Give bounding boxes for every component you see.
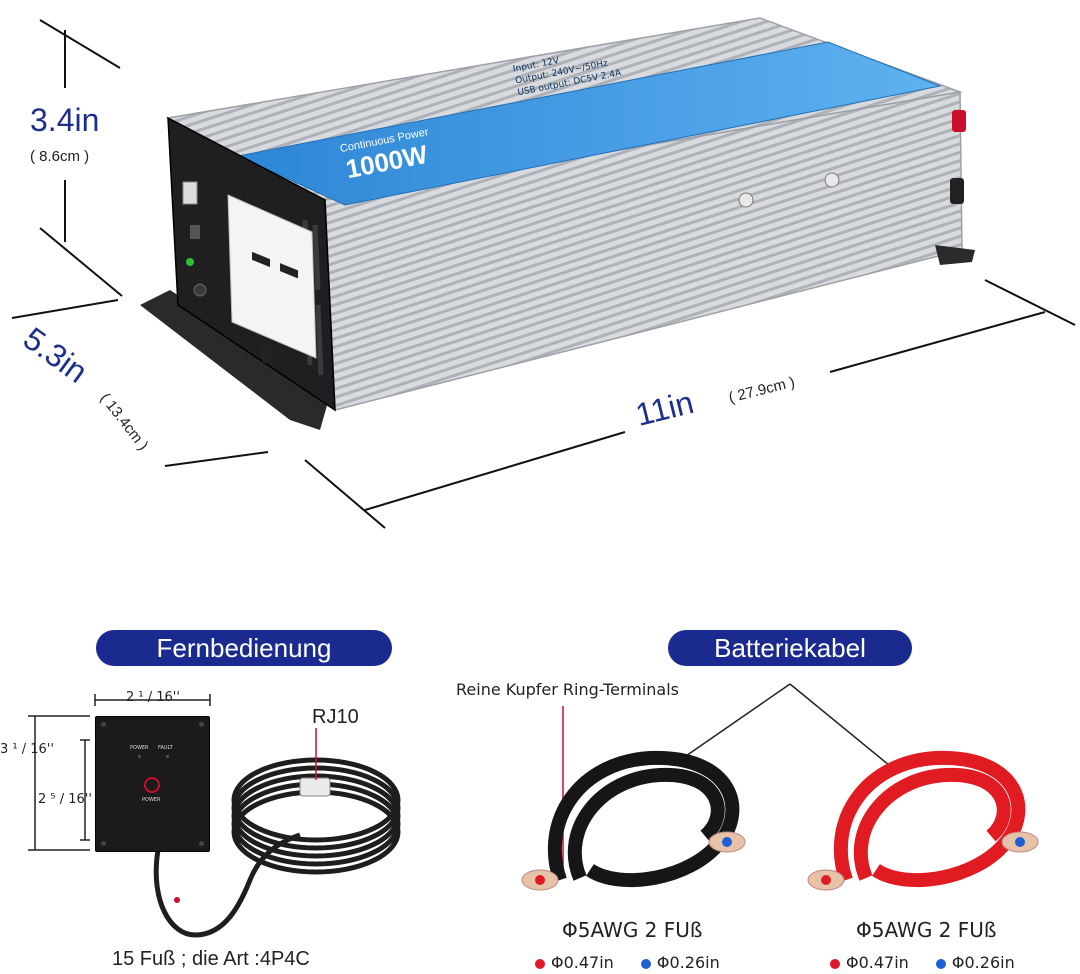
screw: [199, 722, 204, 727]
remote-power-led-label: POWER: [130, 745, 149, 751]
red-battery-cable: [833, 750, 1026, 887]
remote-height-outer-label: 3 ¹ / 16'': [0, 742, 54, 757]
blue-dot-icon: [640, 958, 651, 969]
red-cable-spec: Φ5AWG 2 FUß: [856, 918, 997, 942]
black-cable-spec: Φ5AWG 2 FUß: [562, 918, 703, 942]
height-cm: ( 8.6cm ): [30, 148, 90, 165]
height-inch: 3.4in: [30, 102, 100, 138]
screw: [199, 841, 204, 846]
power-button[interactable]: [144, 777, 160, 793]
remote-control-panel: POWER FAULT POWER: [95, 716, 210, 852]
battery-callout-lines: [562, 683, 896, 870]
power-led: [138, 755, 141, 758]
rj10-label: RJ10: [312, 706, 359, 728]
red-dot-icon: [535, 958, 545, 969]
blue-dot-icon: [935, 958, 946, 969]
battery-section-title: Batteriekabel: [668, 630, 912, 666]
screw: [101, 722, 106, 727]
red-cable-d-blue: Φ0.26in: [951, 953, 1015, 972]
terminal-label: Reine Kupfer Ring-Terminals: [456, 680, 680, 699]
dimension-lines: [11, 19, 1076, 529]
red-dot-icon: [830, 958, 840, 969]
black-cable-diameters: Φ0.47in Φ0.26in: [535, 953, 720, 972]
remote-height-inner-label: 2 ⁵ / 16'': [38, 792, 92, 807]
remote-power-button-label: POWER: [142, 797, 161, 803]
remote-dimension-lines: [28, 694, 211, 851]
black-cable-d-red: Φ0.47in: [551, 953, 614, 972]
model-number: MODEL: PS-1000W: [759, 0, 835, 9]
rj10-plug: [299, 777, 331, 797]
red-cable-diameters: Φ0.47in Φ0.26in: [830, 953, 1015, 972]
remote-section-title: Fernbedienung: [96, 630, 392, 666]
inverter-body: [140, 17, 975, 430]
black-battery-cable: [547, 750, 740, 887]
remote-fault-led-label: FAULT: [158, 745, 173, 751]
black-cable-d-blue: Φ0.26in: [656, 953, 720, 972]
red-cable-d-red: Φ0.47in: [846, 953, 909, 972]
ring-terminals: [521, 831, 1039, 891]
screw: [101, 841, 106, 846]
remote-cable-caption: 15 Fuß ; die Art :4P4C: [112, 948, 310, 970]
fault-led: [166, 755, 169, 758]
remote-width-label: 2 ¹ / 16'': [126, 690, 180, 705]
